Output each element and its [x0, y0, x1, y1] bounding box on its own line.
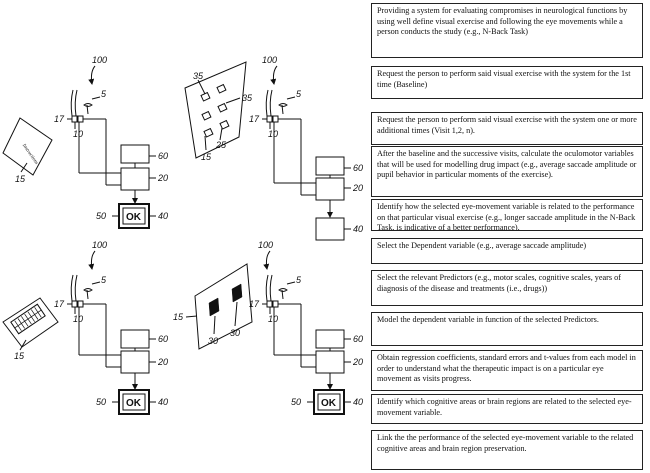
step-text: Select the relevant Predictors (e.g., mo… — [377, 273, 621, 293]
step-text: Model the dependent variable in function… — [377, 315, 599, 324]
label-box-50: 50 — [291, 397, 301, 407]
label-box-50: 50 — [96, 211, 106, 221]
step-text: Identify which cognitive areas or brain … — [377, 397, 632, 417]
label-box-40: 40 — [353, 397, 363, 407]
label-target-30: 30 — [230, 328, 240, 338]
label-target-35: 35 — [242, 93, 253, 103]
panel-nback-task — [186, 251, 351, 414]
label-box-60: 60 — [353, 163, 363, 173]
step-text: Identify how the selected eye-movement v… — [377, 202, 635, 231]
panel-visual-exercise-task — [185, 62, 351, 240]
label-head-17: 17 — [54, 299, 65, 309]
step-text: Providing a system for evaluating compro… — [377, 6, 627, 36]
label-system-100: 100 — [262, 55, 277, 65]
step-model: Model the dependent variable in function… — [371, 312, 643, 346]
step-dependent-variable: Select the Dependent variable (e.g., ave… — [371, 238, 643, 264]
label-head-17: 17 — [54, 114, 65, 124]
step-additional-visits: Request the person to perform said visua… — [371, 112, 643, 145]
step-link-performance: Link the the performance of the selected… — [371, 430, 643, 470]
step-brain-regions: Identify which cognitive areas or brain … — [371, 394, 643, 424]
step-calculate-variables: After the baseline and the successive vi… — [371, 146, 643, 197]
label-target-35: 35 — [193, 71, 204, 81]
label-box-20: 20 — [352, 357, 363, 367]
label-box-40: 40 — [158, 397, 168, 407]
step-text: Obtain regression coefficients, standard… — [377, 353, 636, 383]
label-box-20: 20 — [352, 183, 363, 193]
label-screen-15: 15 — [173, 312, 184, 322]
label-system-100: 100 — [92, 55, 107, 65]
label-box-20: 20 — [157, 357, 168, 367]
label-port-10: 10 — [73, 129, 83, 139]
label-head-17: 17 — [249, 299, 260, 309]
step-predictors: Select the relevant Predictors (e.g., mo… — [371, 270, 643, 306]
label-eye-5: 5 — [296, 275, 302, 285]
panel-nback-instructions — [3, 251, 156, 414]
label-box-60: 60 — [353, 334, 363, 344]
label-port-10: 10 — [268, 314, 278, 324]
label-box-60: 60 — [158, 334, 168, 344]
label-port-10: 10 — [73, 314, 83, 324]
label-box-20: 20 — [157, 173, 168, 183]
step-regression: Obtain regression coefficients, standard… — [371, 350, 643, 391]
label-system-100: 100 — [258, 240, 273, 250]
step-baseline: Request the person to perform said visua… — [371, 66, 643, 99]
step-provide-system: Providing a system for evaluating compro… — [371, 3, 643, 58]
label-box-40: 40 — [353, 224, 363, 234]
ok-display: OK — [321, 398, 337, 409]
label-box-50: 50 — [96, 397, 106, 407]
ok-display: OK — [126, 398, 142, 409]
step-identify-relation: Identify how the selected eye-movement v… — [371, 199, 643, 231]
label-system-100: 100 — [92, 240, 107, 250]
label-eye-5: 5 — [296, 89, 302, 99]
ok-display: OK — [126, 212, 142, 223]
label-head-17: 17 — [249, 114, 260, 124]
label-eye-5: 5 — [101, 89, 107, 99]
label-target-30: 30 — [208, 336, 218, 346]
label-box-60: 60 — [158, 151, 168, 161]
label-port-10: 10 — [268, 129, 278, 139]
label-target-25: 25 — [215, 140, 227, 150]
label-screen-15: 15 — [201, 152, 212, 162]
label-eye-5: 5 — [101, 275, 107, 285]
patent-figure: 100 5 17 10 15 60 20 50 40 OK Instructio… — [0, 0, 370, 473]
label-card-15: 15 — [15, 174, 26, 184]
step-text: Link the the performance of the selected… — [377, 433, 633, 453]
step-text: After the baseline and the successive vi… — [377, 149, 636, 179]
label-card-15: 15 — [14, 351, 25, 361]
step-text: Select the Dependent variable (e.g., ave… — [377, 241, 586, 250]
label-box-40: 40 — [158, 211, 168, 221]
step-text: Request the person to perform said visua… — [377, 69, 631, 89]
step-text: Request the person to perform said visua… — [377, 115, 637, 135]
